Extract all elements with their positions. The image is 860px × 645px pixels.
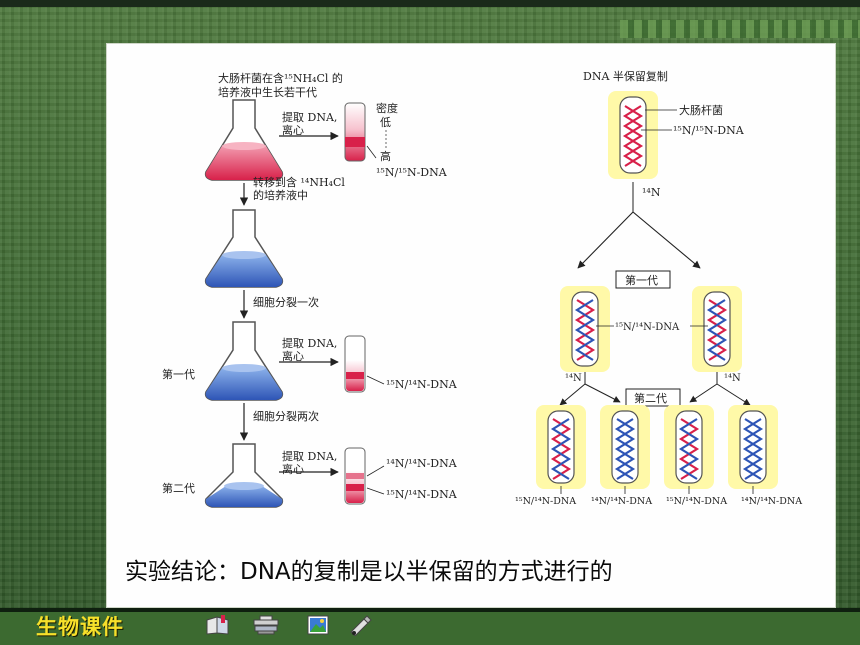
parent-dna-label: ¹⁵N/¹⁵N-DNA [673,124,745,137]
gen2-left-label: 第二代 [162,481,195,495]
branch-left [577,211,634,269]
extract-label-2b: 离心 [282,349,304,363]
divide-once-label: 细胞分裂一次 [253,295,319,309]
decorative-stripe [620,20,860,38]
tube-3-label-hybrid: ¹⁵N/¹⁴N-DNA [386,488,458,501]
n14-label-b: ¹⁴N [724,373,741,384]
branch-a-left [559,383,586,406]
parent-cell [608,91,658,179]
transfer-line-2: 的培养液中 [253,188,308,202]
n14-label-top: ¹⁴N [642,186,661,199]
extract-label-2a: 提取 DNA, [282,337,337,350]
flask-3 [204,321,284,401]
conclusion-text: 实验结论：DNA的复制是以半保留的方式进行的 [125,559,613,585]
tube-3-pointer-a [366,465,385,477]
tube-2-pointer [366,375,385,385]
divide-twice-label: 细胞分裂两次 [253,409,319,423]
gen2-label-2: ¹⁴N/¹⁴N-DNA [591,496,652,507]
gen1-dna-label: ¹⁵N/¹⁴N-DNA [615,322,680,333]
tube-3-pointer-b [366,487,385,495]
pencil-icon[interactable] [346,611,376,638]
gen2-box [625,388,681,407]
density-low: 低 [380,116,391,129]
extract-label-1b: 离心 [282,123,304,137]
test-tube-1 [344,102,366,162]
book-icon[interactable] [203,611,233,638]
flask-2 [204,209,284,288]
gen1-right-label: 第一代 [625,273,658,287]
gen2-cell-1 [536,405,586,489]
gen2-cell-4 [728,405,778,489]
branch-b-right [716,383,751,406]
ecoli-label: 大肠杆菌 [679,103,723,117]
extract-label-1a: 提取 DNA, [282,111,337,124]
gen2-cell-2 [600,405,650,489]
density-label: 密度 [376,101,398,115]
extract-label-3b: 离心 [282,462,304,476]
density-high: 高 [380,149,391,163]
tube-2-label: ¹⁵N/¹⁴N-DNA [386,378,458,391]
branch-a-right [584,383,621,403]
footer-divider [0,608,860,612]
top-bar [0,0,860,7]
flask-1 [204,99,284,181]
gen2-label-4: ¹⁴N/¹⁴N-DNA [741,496,802,507]
tube-1-label: ¹⁵N/¹⁵N-DNA [376,166,448,179]
picture-icon[interactable] [303,611,333,638]
books-icon[interactable] [251,611,281,638]
test-tube-3 [344,447,366,505]
extract-label-3a: 提取 DNA, [282,450,337,463]
branch-right [632,211,701,269]
branch-b-left [689,383,718,403]
gen1-left-label: 第一代 [162,367,195,381]
footer-bar [0,608,860,645]
gen1-cell-a [560,286,610,372]
flask-4 [204,443,284,508]
gen2-right-label: 第二代 [634,391,667,405]
gen2-cell-3 [664,405,714,489]
n14-label-a: ¹⁴N [565,373,582,384]
gen1-box [615,270,671,289]
tube-3-label-light: ¹⁴N/¹⁴N-DNA [386,457,458,470]
gen2-label-3: ¹⁵N/¹⁴N-DNA [666,496,727,507]
tube-1-pointer [366,145,377,159]
right-title: DNA 半保留复制 [583,69,668,83]
transfer-line-1: 转移到含 ¹⁴NH₄Cl [253,175,345,189]
test-tube-2 [344,335,366,393]
gen2-label-1: ¹⁵N/¹⁴N-DNA [515,496,576,507]
course-title: 生物课件 [36,615,124,639]
intro-line-2: 培养液中生长若干代 [218,85,317,99]
intro-line-1: 大肠杆菌在含¹⁵NH₄Cl 的 [218,71,343,85]
gen1-cell-b [692,286,742,372]
